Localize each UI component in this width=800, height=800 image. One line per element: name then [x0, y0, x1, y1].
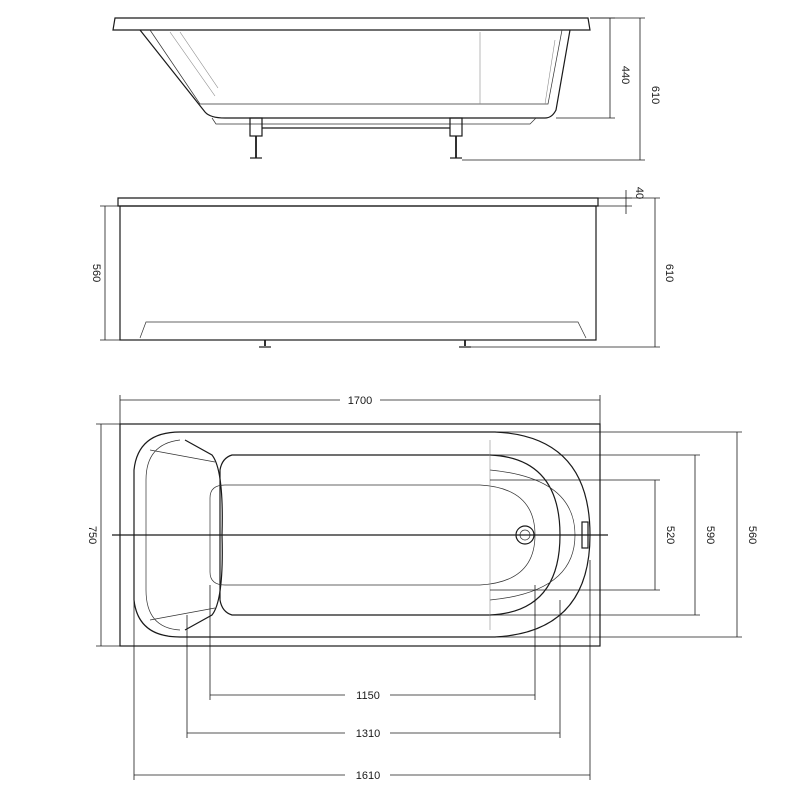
dim-610-side-label: 610 [649, 86, 661, 104]
front-foot-left [259, 340, 271, 348]
side-rim [112, 17, 591, 31]
side-shell-inner [149, 29, 563, 105]
dim-750-label: 750 [86, 526, 98, 544]
front-rim [117, 197, 599, 207]
top-basin-outline [133, 431, 591, 638]
dim-440-label: 440 [619, 66, 631, 84]
dim-590-label: 590 [704, 526, 716, 544]
dim-1610-label: 1610 [356, 770, 380, 782]
top-view: 1700 750 520 590 560 1150 1310 [86, 395, 758, 782]
side-shell [139, 29, 571, 119]
dim-610-front-label: 610 [663, 264, 675, 282]
dim-1700-label: 1700 [348, 395, 372, 407]
front-view: 560 40 610 [90, 187, 675, 348]
dim-520-label: 520 [664, 526, 676, 544]
dim-1310-label: 1310 [356, 728, 380, 740]
dim-1150-label: 1150 [356, 690, 380, 702]
front-foot-right [459, 340, 471, 348]
side-leg-left [249, 117, 263, 159]
front-panel [119, 205, 597, 341]
dim-560-top-label: 560 [746, 526, 758, 544]
dim-560-front-label: 560 [90, 264, 102, 282]
side-leg-right [449, 117, 463, 159]
dim-40-label: 40 [633, 187, 645, 199]
side-view: 440 610 [112, 17, 661, 161]
